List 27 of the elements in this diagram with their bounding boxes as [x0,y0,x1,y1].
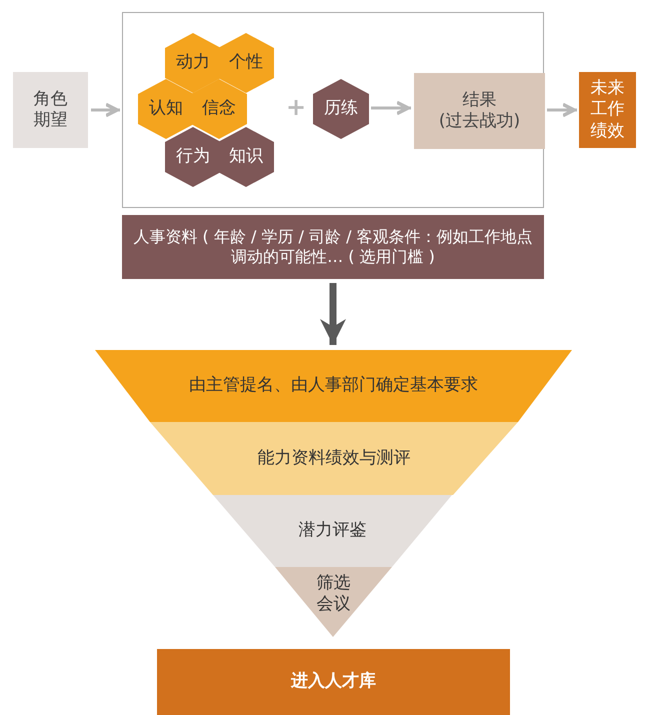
arrow [91,102,120,118]
node-label: 角色期望 [32,88,68,132]
arrow [320,283,346,345]
group-frame [122,12,544,208]
node-label: 潜力评鉴 [298,520,366,542]
node-label: 进入人才库 [291,671,376,693]
data-banner [122,215,544,279]
result-box [414,73,545,149]
node-label: 动力 [176,52,210,74]
node-label: 未来工作绩效 [590,78,626,142]
node-label: 历练 [324,98,358,120]
node-label: 行为 [176,146,210,168]
node-label: 人事资料 ( 年龄 / 学历 / 司龄 / 客观条件：例如工作地点调动的可能性… ( 选用门槛 ) [132,227,534,267]
arrow [371,100,411,116]
node-label: 个性 [229,52,263,74]
node-label: 知识 [229,146,263,168]
node-label: 由主管提名、由人事部门确定基本要求 [189,375,478,397]
plus-sign: + [286,94,306,120]
node-label: 筛选会议 [316,573,352,616]
node-label: 信念 [202,98,236,120]
node-label: 能力资料绩效与测评 [258,448,410,470]
node-label: 结果(过去战功) [438,90,522,132]
arrow [547,102,577,118]
node-label: 认知 [149,98,183,120]
outcome-box [579,72,636,148]
role-box [13,72,88,148]
result-bar [157,649,510,715]
